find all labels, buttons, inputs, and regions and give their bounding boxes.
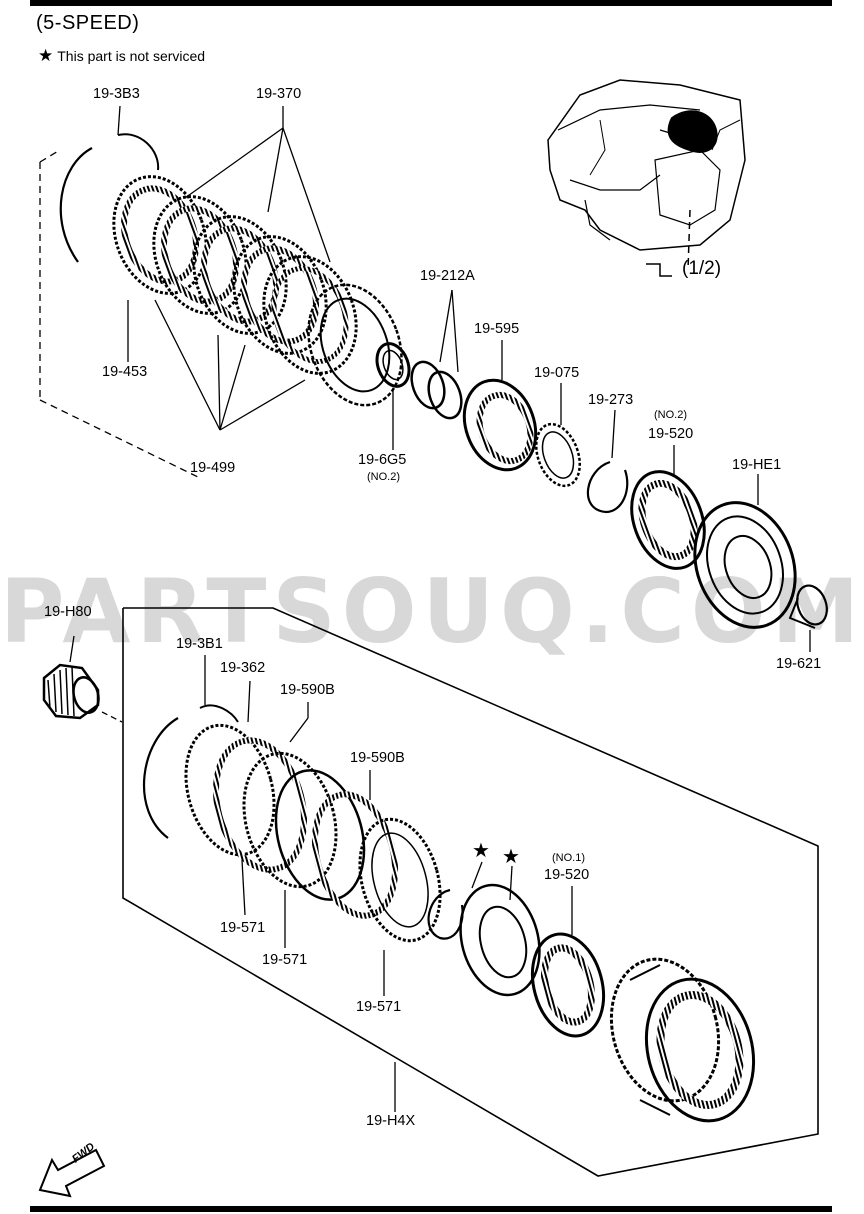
snap-ring-19-3b3 [59,133,160,263]
needle-bearing-19-520-no2 [630,445,706,570]
label-19-621: 19-621 [776,656,822,672]
page-title: (5-SPEED) [36,12,140,34]
label-19-he1: 19-HE1 [732,457,782,473]
not-serviced-star-icon: ★ [502,846,520,868]
label-19-453: 19-453 [102,364,148,380]
star-icon: ★ [38,46,54,65]
leader-lines-upper [117,105,331,431]
label-19-6g5: 19-6G5 [358,452,407,468]
label-19-520-upper: 19-520 [648,426,694,442]
needle-bearing-19-520-no1 [531,886,605,1038]
label-19-571-first: 19-571 [220,920,266,936]
thrust-washer-19-6g5 [375,342,411,450]
snap-ring-19-3b1 [142,655,239,839]
label-19-6g5-note: (NO.2) [367,471,400,483]
lower-assembly-boundary [122,607,819,1177]
label-19-362: 19-362 [220,660,266,676]
bottom-border [30,1206,832,1212]
leader-lines-lower [241,680,385,996]
clutch-plate-stack-lower [184,723,442,943]
legend-note-text: This part is not serviced [57,48,206,64]
label-19-273: 19-273 [588,392,634,408]
seal-rings-19-212a [410,289,463,420]
fwd-arrow-icon [38,1148,106,1198]
thrust-bearing-19-075 [535,383,581,488]
top-border [30,0,832,6]
snap-ring-19-273 [587,409,629,514]
transmission-overview-inset [547,79,746,277]
drum-19-he1 [693,474,797,629]
legend-note: ★This part is not serviced [38,46,205,66]
clutch-plate-stack-upper [112,175,358,375]
reference-label: (1/2) [682,258,722,279]
clutch-drum-19-h4x [394,957,756,1123]
snap-ring-lower-right [427,861,483,940]
label-19-212a: 19-212A [420,268,475,284]
label-19-571-second: 19-571 [262,952,308,968]
label-19-3b1: 19-3B1 [176,636,223,652]
label-19-520-lower-note: (NO.1) [552,852,585,864]
one-way-clutch-19-595 [462,340,538,472]
splined-shaft-19-h80 [42,635,123,723]
highlighted-component [667,110,718,153]
label-19-520-upper-note: (NO.2) [654,409,687,421]
bushing-19-621 [788,584,828,652]
label-19-h4x: 19-H4X [366,1113,416,1129]
upper-assembly-boundary [39,149,201,479]
label-19-499: 19-499 [190,460,236,476]
label-19-520-lower: 19-520 [544,867,590,883]
label-19-590b-second: 19-590B [350,750,405,766]
label-19-571-third: 19-571 [356,999,402,1015]
label-19-h80: 19-H80 [44,604,92,620]
label-19-075: 19-075 [534,365,580,381]
retainer-plate [459,865,541,997]
label-19-595: 19-595 [474,321,520,337]
watermark: PARTSOUQ.COM [0,560,864,663]
label-19-590b-first: 19-590B [280,682,335,698]
pressure-plate-19-453 [307,283,403,407]
label-19-370: 19-370 [256,86,302,102]
not-serviced-star-icon: ★ [472,840,490,862]
label-19-3b3: 19-3B3 [93,86,140,102]
